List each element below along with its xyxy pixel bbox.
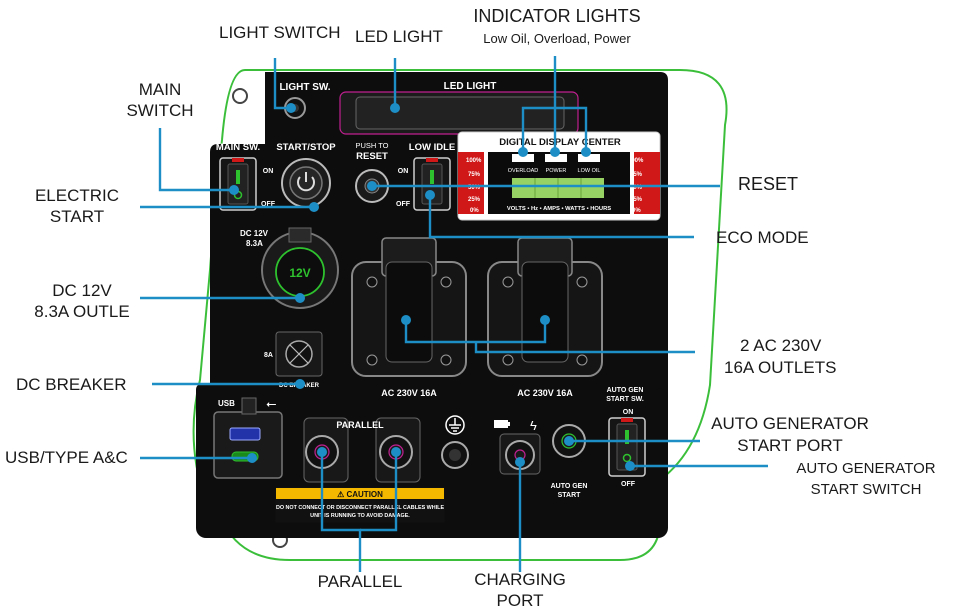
- callout-charging-port-2: PORT: [496, 591, 544, 610]
- low-idle-red-tab: [426, 158, 438, 162]
- pct-left-50: 50%: [468, 185, 481, 191]
- panel-parallel: PARALLEL: [336, 420, 384, 430]
- panel-auto-gen-sw-2: START SW.: [606, 396, 644, 403]
- panel-power: POWER: [546, 168, 567, 174]
- pct-left-25: 25%: [468, 197, 481, 203]
- callout-reset: RESET: [738, 174, 799, 194]
- panel-caution-title: ⚠ CAUTION: [337, 490, 383, 499]
- pct-right-25: 25%: [630, 197, 643, 203]
- panel-on-2: ON: [398, 168, 409, 175]
- panel-display-units: VOLTS • Hz • AMPS • WATTS • HOURS: [507, 206, 611, 212]
- usb-symbol-icon: ⭠: [266, 396, 276, 411]
- panel-on-3: ON: [623, 409, 634, 416]
- panel-ac-right: AC 230V 16A: [517, 388, 573, 398]
- callout-ac-outlets-2: 16A OUTLETS: [724, 358, 837, 377]
- panel-off-3: OFF: [621, 481, 636, 488]
- panel-on-1: ON: [263, 168, 274, 175]
- usb-type-a-port[interactable]: [229, 427, 261, 441]
- callout-electric-start-1: ELECTRIC: [34, 186, 120, 205]
- panel-low-idle: LOW IDLE: [409, 142, 455, 153]
- callout-light-switch: LIGHT SWITCH: [219, 23, 341, 42]
- panel-auto-gen-sw-1: AUTO GEN: [607, 387, 644, 394]
- power-icon: [297, 176, 315, 192]
- panel-push-to: PUSH TO: [355, 141, 388, 150]
- panel-caution-line2: UNIT IS RUNNING TO AVOID DAMAGE.: [310, 513, 410, 519]
- panel-off-1: OFF: [261, 201, 276, 208]
- callout-main-switch-1: MAIN: [138, 80, 182, 99]
- display-left-bar: [458, 152, 484, 214]
- callout-parallel: PARALLEL: [317, 572, 403, 591]
- panel-breaker-8a: 8A: [264, 352, 273, 359]
- callout-led-light: LED LIGHT: [355, 27, 443, 46]
- callout-main-switch-2: SWITCH: [126, 101, 194, 120]
- panel-usb: USB: [218, 399, 235, 408]
- panel-display-title: DIGITAL DISPLAY CENTER: [499, 137, 621, 148]
- callout-auto-gen-port-2: START PORT: [737, 436, 843, 455]
- caution-header: [276, 488, 444, 499]
- leader-lines: [140, 56, 768, 572]
- callout-auto-gen-switch-1: AUTO GENERATOR: [796, 460, 936, 477]
- callout-electric-start-2: START: [49, 207, 105, 226]
- usb-cover: [213, 411, 283, 479]
- panel-auto-gen-start-2: START: [558, 492, 582, 499]
- panel-reset: RESET: [356, 151, 388, 162]
- led-light-lens: [355, 96, 565, 130]
- panel-main-sw: MAIN SW.: [216, 142, 260, 153]
- callout-ac-outlets-1: 2 AC 230V: [740, 336, 822, 355]
- indicator-power: [545, 154, 567, 162]
- leader-dots: [229, 103, 635, 471]
- low-idle-on-mark: [430, 170, 434, 184]
- panel-led-light: LED LIGHT: [444, 81, 497, 92]
- panel-socket-12v: 12V: [289, 266, 310, 280]
- callout-auto-gen-port-1: AUTO GENERATOR: [711, 414, 869, 433]
- panel-low-oil: LOW OIL: [578, 168, 601, 174]
- callout-dc12v-2: 8.3A OUTLE: [34, 302, 130, 321]
- panel-off-2: OFF: [396, 201, 411, 208]
- bolt-icon: ϟ: [530, 418, 537, 433]
- panel-ac-left: AC 230V 16A: [381, 388, 437, 398]
- pct-left-100: 100%: [466, 158, 482, 164]
- start-stop-inner: [289, 166, 323, 200]
- panel-start-stop: START/STOP: [276, 142, 336, 153]
- usb-cover-tab: [241, 397, 257, 415]
- callout-dc-breaker: DC BREAKER: [16, 375, 127, 394]
- indicator-low-oil: [578, 154, 600, 162]
- callout-usb: USB/TYPE A&C: [5, 448, 128, 467]
- display-right-bar: [634, 152, 660, 214]
- panel-auto-gen-start-1: AUTO GEN: [551, 483, 588, 490]
- callout-auto-gen-switch-2: START SWITCH: [810, 481, 922, 498]
- callout-dc12v-1: DC 12V: [52, 281, 112, 300]
- main-switch-on-mark: [236, 170, 240, 184]
- auto-gen-switch-red-tab: [621, 418, 633, 422]
- pct-right-75: 75%: [630, 172, 643, 178]
- pct-right-100: 100%: [628, 158, 644, 164]
- pct-right-50: 50%: [630, 185, 643, 191]
- callout-indicator-lights-sub: Low Oil, Overload, Power: [483, 31, 631, 46]
- main-switch-red-tab: [232, 158, 244, 162]
- pct-left-0: 0%: [470, 208, 479, 214]
- panel-dc-12v: DC 12V: [240, 229, 269, 238]
- callout-indicator-lights: INDICATOR LIGHTS: [473, 6, 641, 26]
- panel-dc-amps: 8.3A: [246, 239, 263, 248]
- ground-symbol-icon: [445, 415, 465, 435]
- callout-eco-mode: ECO MODE: [716, 228, 809, 247]
- indicator-overload: [512, 154, 534, 162]
- ac-outlet-right[interactable]: [487, 237, 603, 377]
- panel-overload: OVERLOAD: [508, 168, 539, 174]
- pct-left-75: 75%: [468, 172, 481, 178]
- dc-12v-cap-hinge: [288, 227, 312, 243]
- panel-light-sw: LIGHT SW.: [279, 82, 330, 93]
- pct-right-0: 0%: [632, 208, 641, 214]
- callout-charging-port-1: CHARGING: [474, 570, 566, 589]
- battery-icon: [494, 420, 508, 428]
- panel-caution-line1: DO NOT CONNECT OR DISCONNECT PARALLEL CA…: [276, 505, 445, 511]
